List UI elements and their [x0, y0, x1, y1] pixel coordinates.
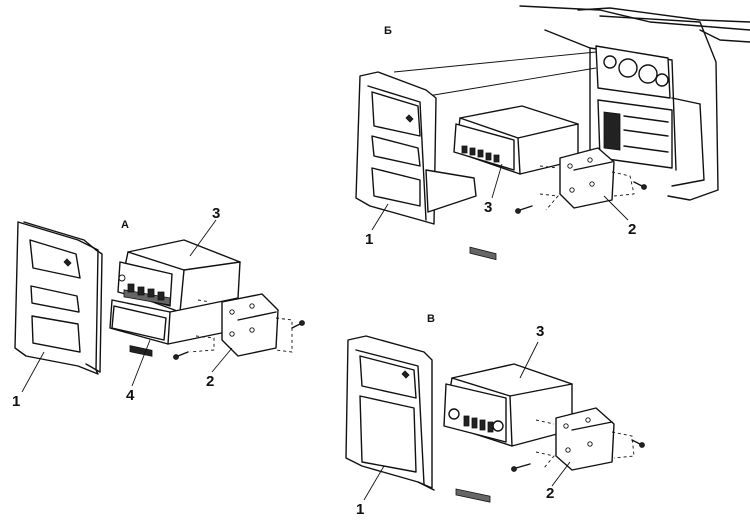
radio-lower-a [109, 297, 239, 357]
diagram-b-callout-2: 2 [628, 221, 637, 238]
bracket-a [189, 293, 293, 357]
screw-a-2 [291, 320, 305, 329]
dashboard-b [519, 5, 750, 201]
diagram-b-callout-1: 1 [365, 231, 374, 248]
diagram-a-letter: А [121, 219, 129, 231]
diagram-v-callout-3: 3 [536, 323, 545, 340]
guide-line-b-1 [393, 51, 597, 73]
diagram-v-callout-1: 1 [356, 501, 365, 518]
radio-v [443, 363, 573, 503]
diagram-a-callout-4: 4 [126, 387, 135, 404]
screw-a-1 [173, 351, 189, 360]
leader-a-3 [189, 219, 217, 257]
screw-v-1 [511, 463, 531, 472]
diagram-a-callout-2: 2 [206, 373, 215, 390]
bezel-trim-b [355, 71, 477, 225]
leader-a-1 [21, 351, 45, 393]
leader-b-3 [491, 163, 503, 199]
diagram-b-letter: Б [384, 25, 392, 37]
bezel-trim-v [345, 335, 435, 491]
leader-b-1 [371, 203, 389, 231]
leader-v-1 [363, 465, 385, 501]
diagram-a-callout-1: 1 [12, 393, 21, 410]
screw-v-2 [631, 439, 645, 448]
diagram-v-letter: В [427, 313, 435, 325]
screw-b-2 [633, 181, 647, 190]
bracket-v [535, 407, 635, 471]
bezel-trim-a [14, 221, 103, 375]
diagram-a-callout-3: 3 [212, 205, 221, 222]
diagram-b-callout-3: 3 [484, 199, 493, 216]
radio-b [453, 105, 579, 261]
screw-b-1 [515, 205, 533, 214]
diagram-b [355, 5, 750, 261]
diagram-a [14, 219, 305, 393]
diagram-v-callout-2: 2 [546, 485, 555, 502]
bracket-b [539, 147, 635, 211]
guide-line-b-2 [427, 67, 597, 97]
leader-v-3 [519, 341, 539, 379]
leader-a-4 [131, 339, 151, 387]
diagram-v [345, 335, 645, 503]
leader-v-2 [551, 461, 571, 487]
radio-upper-a [117, 239, 241, 313]
leader-b-2 [603, 195, 629, 221]
leader-a-2 [211, 347, 233, 373]
